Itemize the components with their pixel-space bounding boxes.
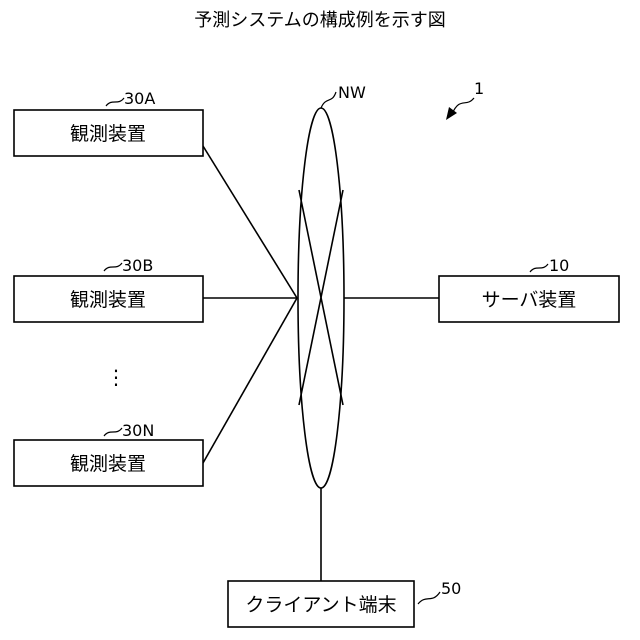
- client-terminal: クライアント端末 50: [228, 579, 461, 627]
- device-30n-leader: [104, 428, 122, 436]
- server-label: サーバ装置: [482, 289, 577, 311]
- device-30b: 30B 観測装置: [14, 256, 203, 322]
- system-ref-leader: [452, 98, 474, 114]
- network-label: NW: [338, 83, 366, 102]
- device-30a: 30A 観測装置: [14, 89, 203, 156]
- device-30n-label: 観測装置: [70, 453, 146, 475]
- device-30a-ref: 30A: [124, 89, 155, 108]
- system-ref-label: 1: [474, 79, 484, 98]
- device-30n-ref: 30N: [122, 421, 154, 440]
- server-ref: 10: [549, 256, 569, 275]
- diagram-title: 予測システムの構成例を示す図: [194, 10, 445, 31]
- device-30b-label: 観測装置: [70, 289, 146, 311]
- link-device-30n: [203, 298, 297, 463]
- server-device: 10 サーバ装置: [439, 256, 619, 322]
- device-30a-leader: [106, 98, 124, 106]
- device-30n: 30N 観測装置: [14, 421, 203, 486]
- device-ellipsis: ⋮: [106, 365, 126, 389]
- device-30b-ref: 30B: [122, 256, 153, 275]
- client-ref: 50: [441, 579, 461, 598]
- network-label-leader: [321, 92, 336, 108]
- link-device-30a: [203, 146, 297, 298]
- client-label: クライアント端末: [245, 594, 396, 616]
- device-30b-leader: [104, 263, 122, 271]
- client-leader: [418, 592, 440, 604]
- device-30a-label: 観測装置: [70, 123, 146, 145]
- server-leader: [530, 264, 548, 272]
